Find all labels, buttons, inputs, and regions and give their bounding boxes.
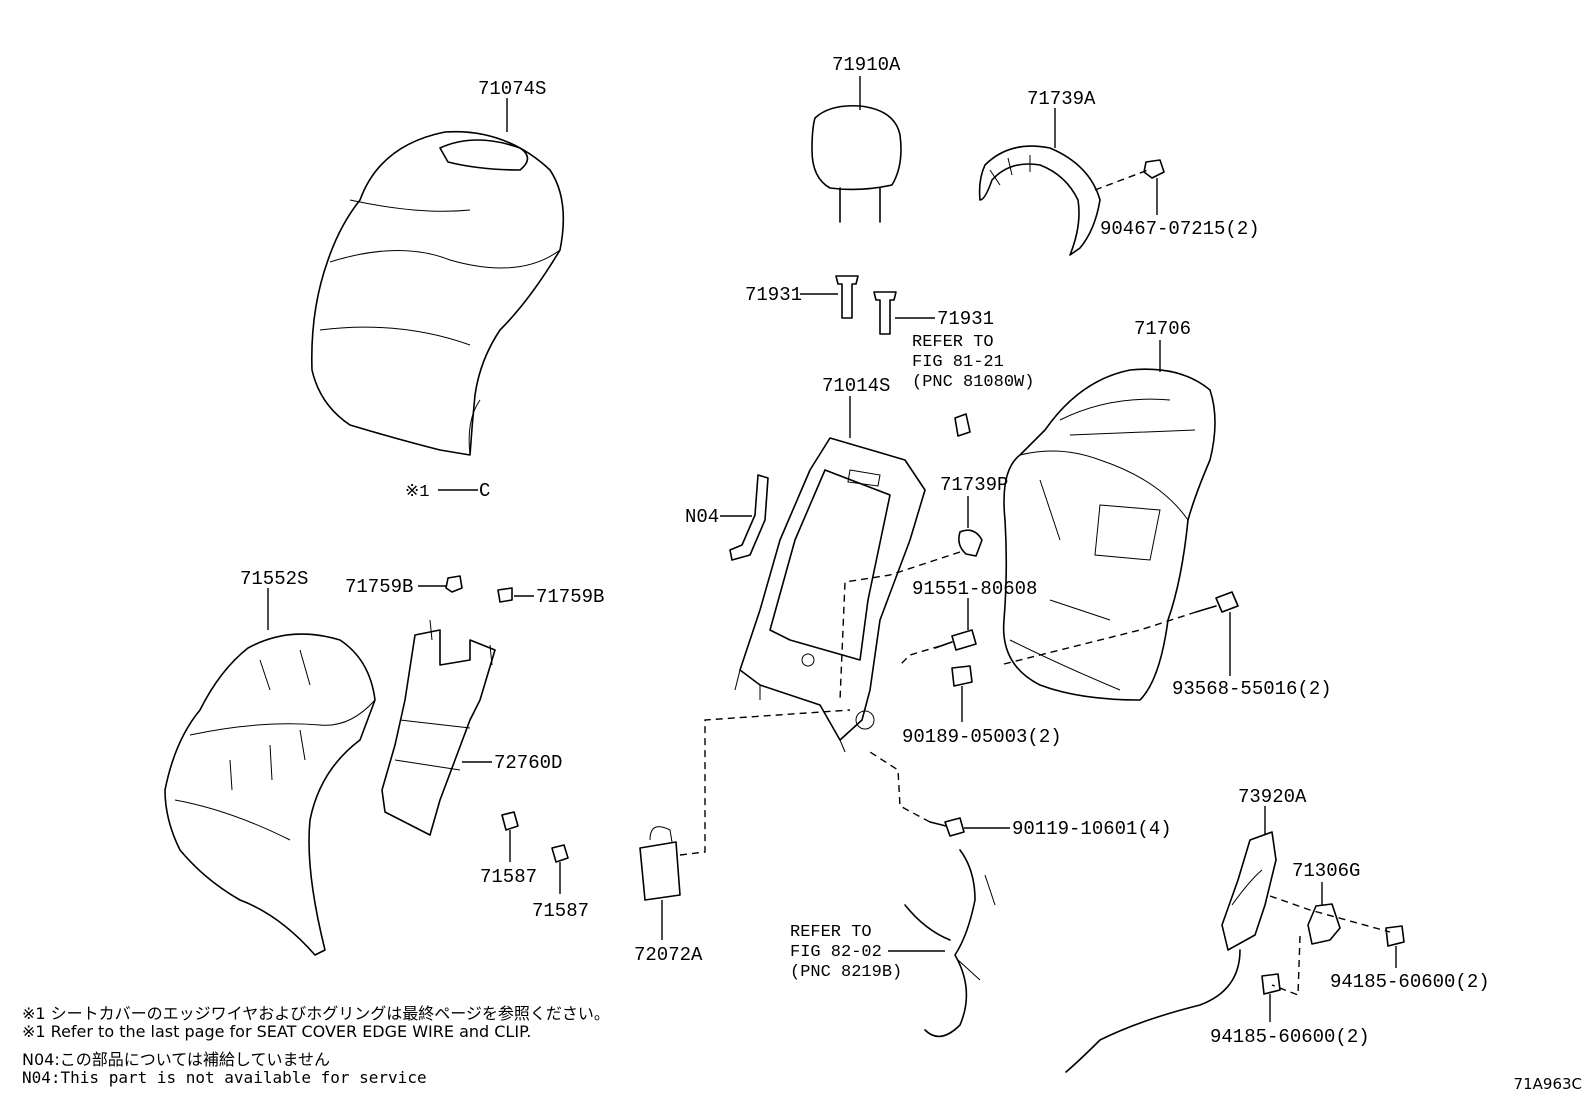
bolt-91551-80608 xyxy=(934,629,977,651)
seat-back-panel-71552S xyxy=(164,633,376,956)
cap-71587-b xyxy=(551,844,569,863)
label-90467-07215: 90467-07215(2) xyxy=(1100,218,1260,240)
label-93568-55016: 93568-55016(2) xyxy=(1172,678,1332,700)
label-71931-a: 71931 xyxy=(745,284,802,306)
label-71739P: 71739P xyxy=(940,474,1008,496)
label-71706: 71706 xyxy=(1134,318,1191,340)
seat-back-cover-71074S xyxy=(311,130,565,456)
bracket-71306G xyxy=(1307,903,1341,945)
figure-id: 71A963C xyxy=(1513,1075,1582,1093)
dash-93568 xyxy=(999,611,1197,666)
label-73920A: 73920A xyxy=(1238,786,1307,808)
label-71552S: 71552S xyxy=(240,568,308,590)
bolt-90119-10601 xyxy=(929,817,965,837)
lumbar-support-72760D xyxy=(381,619,496,836)
refer-fig-81-21-line3: (PNC 81080W) xyxy=(912,373,1034,392)
label-71306G: 71306G xyxy=(1292,860,1360,882)
label-71074S: 71074S xyxy=(478,78,546,100)
cap-71759B-a xyxy=(445,575,463,593)
dash-71739A xyxy=(1094,169,1149,191)
refer-fig-82-02-line2: FIG 82-02 xyxy=(790,943,882,962)
clip-81080W xyxy=(954,413,971,437)
note-n04-jp: N04:この部品については補給していません xyxy=(22,1050,330,1069)
note-1-jp: ※1 シートカバーのエッジワイヤおよびホグリングは最終ページを参照ください。 xyxy=(22,1004,610,1023)
wire-harness xyxy=(904,849,996,1038)
screw-93568-55016 xyxy=(1195,591,1239,613)
refer-fig-82-02-line3: (PNC 8219B) xyxy=(790,963,902,982)
nut-94185-60600-a xyxy=(1385,925,1405,947)
label-71759B-a: 71759B xyxy=(345,576,413,598)
label-90189-05003: 90189-05003(2) xyxy=(902,726,1062,748)
headrest-guide-71931-b xyxy=(873,291,897,335)
note-1-en: ※1 Refer to the last page for SEAT COVER… xyxy=(22,1022,532,1041)
label-N04: N04 xyxy=(685,506,719,528)
dash-90119 xyxy=(869,751,931,823)
label-94185-60600-a: 94185-60600(2) xyxy=(1330,971,1490,993)
sensor-72072A xyxy=(639,826,681,901)
trim-71739A xyxy=(978,145,1101,256)
refer-fig-81-21-line1: REFER TO xyxy=(912,333,994,352)
dash-71306G xyxy=(1269,895,1391,933)
label-71910A: 71910A xyxy=(832,54,901,76)
label-clip-c: C xyxy=(479,480,490,502)
dash-91551 xyxy=(899,645,941,666)
label-94185-60600-b: 94185-60600(2) xyxy=(1210,1026,1370,1048)
headrest-guide-71931-a xyxy=(835,275,859,319)
refer-fig-82-02-line1: REFER TO xyxy=(790,923,872,942)
label-mark-1: ※1 xyxy=(405,483,429,502)
cap-71759B-b xyxy=(497,587,513,603)
label-71587-b: 71587 xyxy=(532,900,589,922)
dash-94185-b xyxy=(1271,935,1301,997)
side-airbag-73920A xyxy=(1065,831,1277,1073)
dash-71739P xyxy=(839,551,961,701)
label-71931-b: 71931 xyxy=(937,308,994,330)
seat-back-board-71706 xyxy=(1002,368,1216,701)
screw-90467-07215 xyxy=(1143,159,1165,179)
label-72760D: 72760D xyxy=(494,752,562,774)
nut-94185-60600-b xyxy=(1261,973,1281,995)
label-90119-10601: 90119-10601(4) xyxy=(1012,818,1172,840)
cap-71587-a xyxy=(501,811,519,831)
note-n04-en: N04:This part is not available for servi… xyxy=(22,1068,427,1087)
seat-back-frame-71014S xyxy=(734,437,926,753)
label-91551-80608: 91551-80608 xyxy=(912,578,1037,600)
clip-71739P xyxy=(958,529,983,557)
label-71014S: 71014S xyxy=(822,375,890,397)
headrest-71910A xyxy=(811,104,902,223)
refer-fig-81-21-line2: FIG 81-21 xyxy=(912,353,1004,372)
dash-72072A xyxy=(679,709,851,856)
nut-90189-05003 xyxy=(951,665,973,687)
label-72072A: 72072A xyxy=(634,944,703,966)
label-71587-a: 71587 xyxy=(480,866,537,888)
label-71739A: 71739A xyxy=(1027,88,1096,110)
label-71759B-b: 71759B xyxy=(536,586,604,608)
bracket-N04 xyxy=(729,474,769,561)
